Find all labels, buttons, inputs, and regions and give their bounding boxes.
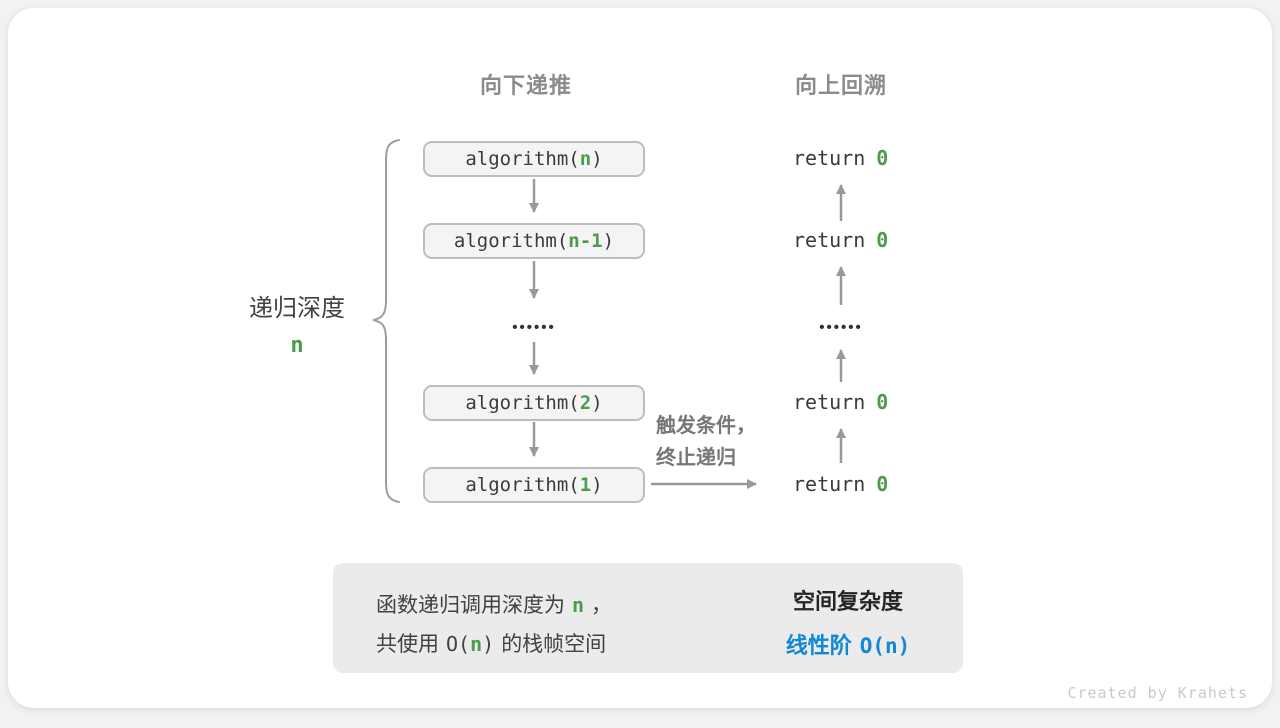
summary-line-1: 函数递归调用深度为 n ， xyxy=(376,586,612,625)
credit-text: Created by Krahets xyxy=(1067,684,1248,702)
result-value: 线性阶 O(n) xyxy=(748,628,948,660)
result-o-close: ) xyxy=(897,634,911,658)
depth-label: 递归深度 n xyxy=(217,288,377,358)
summary-text: 函数递归调用深度为 xyxy=(376,594,565,617)
header-backtrack-up: 向上回溯 xyxy=(794,73,887,98)
result-o-var: n xyxy=(885,634,898,658)
summary-text: 的栈帧空间 xyxy=(501,633,607,656)
return-value: 0 xyxy=(876,228,889,252)
return-value: 0 xyxy=(876,390,889,414)
terminate-line-1: 触发条件， xyxy=(656,415,756,437)
depth-label-text: 递归深度 xyxy=(249,295,345,322)
big-o-open: O( xyxy=(446,632,471,656)
return-line-3: return 0 xyxy=(793,389,953,415)
call-box-n: algorithm(n) xyxy=(423,141,645,177)
terminate-annotation: 触发条件， 终止递归 xyxy=(656,410,756,474)
call-box-n-1: algorithm(n-1) xyxy=(423,223,645,259)
ellipsis-left: •••••• xyxy=(512,319,556,336)
return-value: 0 xyxy=(876,472,889,496)
call-text: algorithm( xyxy=(465,474,580,496)
summary-var: n xyxy=(572,593,585,617)
call-arg: 2 xyxy=(579,392,592,414)
terminate-line-2: 终止递归 xyxy=(656,447,736,469)
return-line-4: return 0 xyxy=(793,471,953,497)
return-keyword: return xyxy=(793,472,866,496)
summary-text: ， xyxy=(591,594,613,617)
call-text: ) xyxy=(602,230,615,252)
depth-var: n xyxy=(290,333,304,358)
ellipsis-right: •••••• xyxy=(819,319,863,336)
summary-box xyxy=(333,563,963,673)
result-prefix: 线性阶 xyxy=(785,633,852,658)
return-value: 0 xyxy=(876,146,889,170)
call-text: ) xyxy=(591,392,603,414)
call-text: algorithm( xyxy=(453,230,569,252)
call-box-1: algorithm(1) xyxy=(423,467,645,503)
return-line-2: return 0 xyxy=(793,227,953,253)
call-arg: n xyxy=(579,148,592,170)
header-recurse-down: 向下递推 xyxy=(479,73,572,98)
result-title: 空间复杂度 xyxy=(792,589,903,614)
summary-result: 空间复杂度 线性阶 O(n) xyxy=(748,584,948,660)
call-arg: n-1 xyxy=(568,230,603,252)
big-o-close: ) xyxy=(482,632,495,656)
call-arg: 1 xyxy=(579,474,592,496)
return-keyword: return xyxy=(793,146,866,170)
call-text: ) xyxy=(591,474,603,496)
call-text: algorithm( xyxy=(465,392,580,414)
summary-line-2: 共使用 O(n) 的栈帧空间 xyxy=(376,625,612,664)
result-o-open: O( xyxy=(859,634,885,658)
call-text: algorithm( xyxy=(465,148,580,170)
summary-text: 共使用 xyxy=(376,633,439,656)
call-text: ) xyxy=(591,148,603,170)
return-line-1: return 0 xyxy=(793,145,953,171)
return-keyword: return xyxy=(793,228,866,252)
call-box-2: algorithm(2) xyxy=(423,385,645,421)
big-o-var: n xyxy=(470,632,483,656)
diagram-card: 向下递推 向上回溯 递归深度 n algorithm(n) algorithm(… xyxy=(8,8,1272,708)
return-keyword: return xyxy=(793,390,866,414)
